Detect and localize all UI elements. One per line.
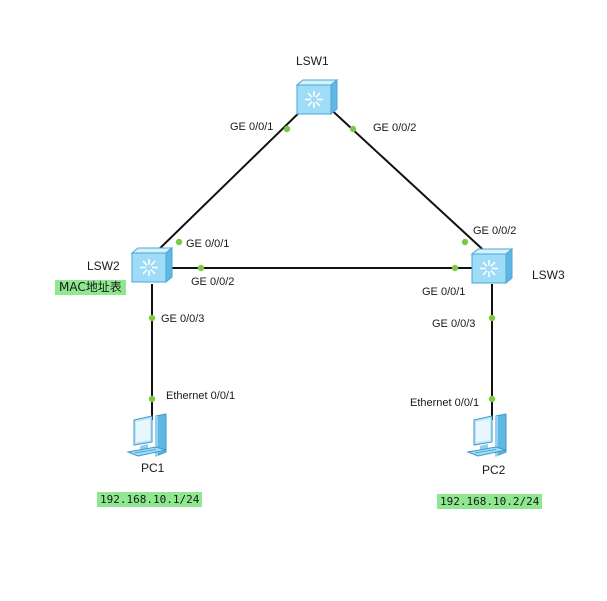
port-dot	[488, 314, 496, 322]
lsw2-label: LSW2	[87, 259, 120, 273]
lsw3-label: LSW3	[532, 268, 565, 282]
link-lsw1-lsw2[interactable]	[149, 103, 309, 259]
port-label-lsw2-g2: GE 0/0/2	[191, 276, 235, 288]
pc-icon	[126, 413, 167, 457]
port-label-lsw2-g1: GE 0/0/1	[186, 238, 230, 250]
pc2-label: PC2	[482, 463, 506, 477]
port-label-lsw3-g1: GE 0/0/1	[422, 286, 466, 298]
port-dot	[148, 314, 156, 322]
port-dot	[175, 238, 183, 246]
lsw1-switch[interactable]	[295, 78, 339, 116]
lsw2-switch[interactable]	[130, 246, 174, 284]
port-label-lsw1-g1: GE 0/0/1	[230, 121, 274, 133]
pc1-label: PC1	[141, 461, 165, 475]
port-dot	[451, 264, 459, 272]
lsw1-label: LSW1	[296, 54, 329, 68]
port-label-pc1-eth: Ethernet 0/0/1	[166, 390, 236, 402]
pc2-ip-note[interactable]: 192.168.10.2/24	[437, 494, 543, 509]
port-dot	[461, 238, 469, 246]
pc1-ip-note[interactable]: 192.168.10.1/24	[97, 492, 203, 507]
port-label-lsw1-g2: GE 0/0/2	[373, 122, 417, 134]
port-label-lsw3-g2: GE 0/0/2	[473, 225, 517, 237]
pc2-computer[interactable]	[466, 412, 518, 458]
pc-icon	[466, 413, 507, 457]
pc1-computer[interactable]	[126, 412, 178, 458]
port-dot	[488, 395, 496, 403]
port-dot	[283, 125, 291, 133]
port-label-pc2-eth: Ethernet 0/0/1	[410, 397, 480, 409]
lsw3-switch[interactable]	[470, 247, 514, 285]
port-dot	[349, 125, 357, 133]
port-label-lsw3-g3: GE 0/0/3	[432, 318, 476, 330]
port-label-lsw2-g3: GE 0/0/3	[161, 313, 205, 325]
switch-icon	[130, 246, 174, 284]
mac-table-note[interactable]: MAC地址表	[55, 280, 126, 295]
port-dot	[148, 395, 156, 403]
switch-icon	[470, 247, 514, 285]
switch-icon	[295, 78, 339, 116]
port-dot	[197, 264, 205, 272]
